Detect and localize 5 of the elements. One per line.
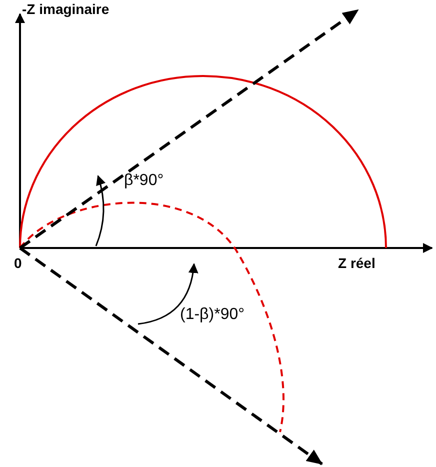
angle-label: β*90° bbox=[124, 172, 164, 190]
origin-label: 0 bbox=[14, 256, 22, 272]
axis-label: -Z imaginaire bbox=[22, 2, 110, 18]
axis-label: Z réel bbox=[338, 256, 376, 272]
angle-label: (1-β)*90° bbox=[180, 306, 245, 324]
